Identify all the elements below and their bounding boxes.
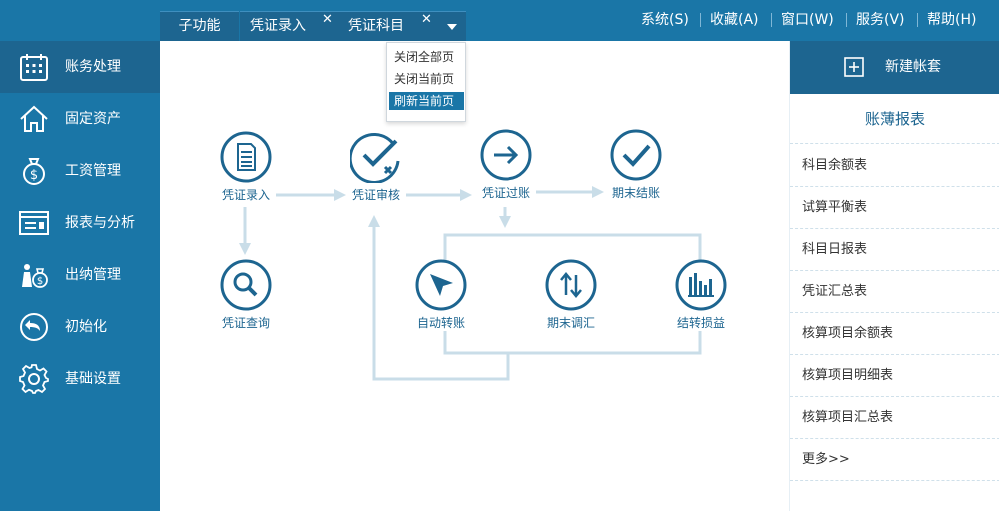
menu-item-refresh-current[interactable]: 刷新当前页: [389, 92, 464, 110]
checkmark-icon[interactable]: [610, 129, 662, 181]
tab-sub-function[interactable]: 子功能: [160, 11, 239, 41]
menu-window[interactable]: 窗口(W): [781, 12, 834, 28]
bar-chart-icon[interactable]: [675, 259, 727, 311]
document-icon[interactable]: [220, 131, 272, 183]
sidebar-item-cashier[interactable]: $ 出纳管理: [0, 249, 160, 301]
tab-dropdown-button[interactable]: [439, 11, 466, 41]
plus-icon: [844, 57, 864, 77]
report-link[interactable]: 科目余额表: [790, 145, 999, 187]
sidebar-item-label: 基础设置: [65, 371, 121, 387]
report-link[interactable]: 科目日报表: [790, 229, 999, 271]
report-link[interactable]: 核算项目汇总表: [790, 397, 999, 439]
sidebar-item-label: 固定资产: [65, 111, 121, 127]
sidebar-item-basic-settings[interactable]: 基础设置: [0, 353, 160, 405]
report-link[interactable]: 凭证汇总表: [790, 271, 999, 313]
chevron-down-icon: [447, 24, 457, 30]
menu-item-close-current[interactable]: 关闭当前页: [394, 72, 455, 86]
sidebar-item-label: 账务处理: [65, 59, 121, 75]
report-link[interactable]: 核算项目余额表: [790, 313, 999, 355]
cashier-icon: $: [22, 264, 48, 288]
flow-node-exchange-adjust[interactable]: 期末调汇: [546, 316, 595, 330]
sidebar-item-fixed-assets[interactable]: 固定资产: [0, 93, 160, 145]
right-panel: 新建帐套 账薄报表 科目余额表 试算平衡表 科目日报表 凭证汇总表 核算项目余额…: [789, 41, 999, 511]
menu-help[interactable]: 帮助(H): [927, 12, 977, 28]
close-icon[interactable]: ✕: [421, 12, 432, 27]
reset-icon: [20, 313, 48, 341]
flow-connectors: [239, 186, 702, 381]
flow-node-voucher-audit[interactable]: 凭证审核: [351, 188, 400, 202]
arrow-right-icon[interactable]: [480, 129, 532, 181]
house-icon: [20, 105, 48, 132]
report-link[interactable]: 试算平衡表: [790, 187, 999, 229]
audit-check-icon[interactable]: [350, 131, 402, 183]
new-account-label: 新建帐套: [885, 59, 941, 75]
flow-node-period-close[interactable]: 期末结账: [611, 186, 660, 200]
menu-system[interactable]: 系统(S): [641, 12, 689, 28]
search-icon[interactable]: [220, 259, 272, 311]
svg-text:$: $: [30, 168, 38, 183]
divider: [917, 13, 918, 27]
flow-node-voucher-entry[interactable]: 凭证录入: [221, 188, 270, 202]
calendar-icon: [20, 54, 48, 81]
tab-label: 凭证科目: [348, 18, 404, 34]
sidebar-item-payroll[interactable]: $ 工资管理: [0, 145, 160, 197]
flow-node-voucher-query[interactable]: 凭证查询: [221, 316, 270, 330]
send-icon[interactable]: [415, 259, 467, 311]
more-link[interactable]: 更多>>: [790, 439, 999, 481]
sidebar-item-accounting[interactable]: 账务处理: [0, 41, 160, 93]
menu-service[interactable]: 服务(V): [856, 12, 905, 28]
top-bar: 子功能 凭证录入 ✕ 凭证科目 ✕ 系统(S) 收藏(A) 窗口(W) 服务(V…: [0, 0, 999, 41]
sidebar-item-label: 初始化: [65, 319, 107, 335]
gear-icon: [19, 364, 49, 394]
flow-node-auto-transfer[interactable]: 自动转账: [416, 316, 465, 330]
flow-node-voucher-posting[interactable]: 凭证过账: [481, 186, 530, 200]
report-link[interactable]: 核算项目明细表: [790, 355, 999, 397]
sidebar-item-label: 报表与分析: [65, 215, 135, 231]
menu-item-close-all[interactable]: 关闭全部页: [394, 50, 455, 64]
money-bag-icon: $: [23, 158, 45, 185]
divider: [846, 13, 847, 27]
flow-node-pl-carryover[interactable]: 结转损益: [676, 316, 725, 330]
report-icon: [19, 211, 49, 235]
menu-favorites[interactable]: 收藏(A): [710, 12, 759, 28]
panel-title: 账薄报表: [790, 94, 999, 144]
exchange-icon[interactable]: [545, 259, 597, 311]
divider: [771, 13, 772, 27]
new-account-button[interactable]: 新建帐套: [790, 41, 999, 94]
sidebar-item-label: 出纳管理: [65, 267, 121, 283]
tab-dropdown-menu: 关闭全部页 关闭当前页 刷新当前页: [386, 42, 466, 122]
main-workspace: 凭证录入 凭证审核 凭证过账 期末结账 凭证查询 自动转账 期末调汇: [160, 41, 789, 511]
tab-label: 凭证录入: [250, 18, 306, 34]
svg-text:$: $: [37, 276, 43, 287]
sidebar-item-initialize[interactable]: 初始化: [0, 301, 160, 353]
sidebar-item-reports[interactable]: 报表与分析: [0, 197, 160, 249]
tab-voucher-entry[interactable]: 凭证录入 ✕: [240, 11, 340, 41]
divider: [700, 13, 701, 27]
close-icon[interactable]: ✕: [322, 12, 333, 27]
tab-voucher-subject[interactable]: 凭证科目 ✕: [340, 11, 439, 41]
sidebar-item-label: 工资管理: [65, 163, 121, 179]
sidebar: 账务处理 固定资产 $ 工资管理 报表与分析 $: [0, 41, 160, 511]
